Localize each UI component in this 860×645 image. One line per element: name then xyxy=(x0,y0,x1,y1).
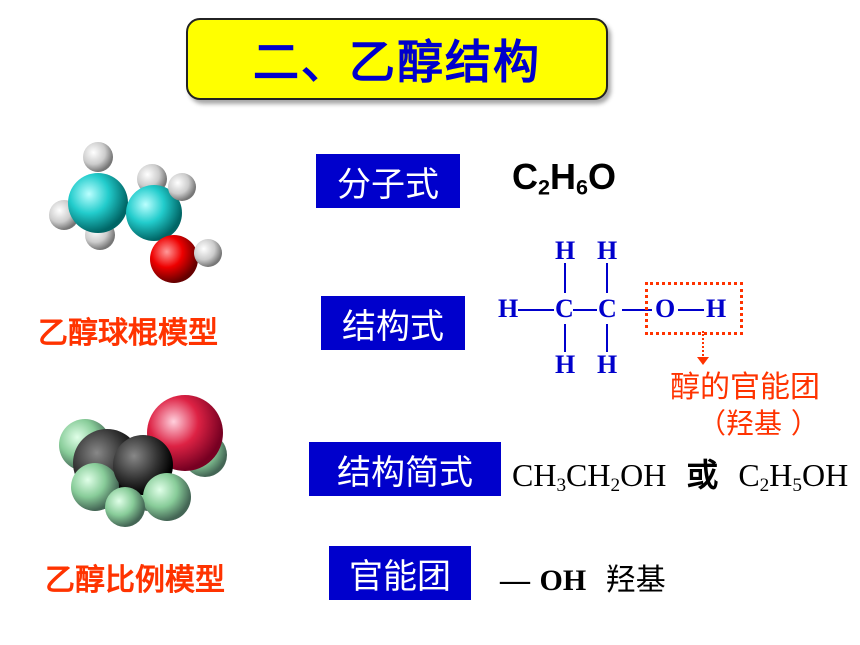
atom-h-top-1: H xyxy=(555,236,576,265)
atom-h-bottom-1: H xyxy=(555,350,576,379)
bond-c2-o xyxy=(622,309,652,311)
bond-c2-h-top xyxy=(606,263,608,293)
bond-c1-h-top xyxy=(564,263,566,293)
condensed-formula-label: 结构简式 xyxy=(309,442,501,496)
ball-stick-model-label: 乙醇球棍模型 xyxy=(38,316,218,351)
molecular-formula-label: 分子式 xyxy=(316,154,460,208)
functional-group-value: — OH 羟基 xyxy=(500,563,666,598)
ball-stick-model-image xyxy=(49,142,222,283)
annotation-arrow xyxy=(702,331,704,359)
atom-h-right: H xyxy=(706,294,727,323)
functional-group-label: 官能团 xyxy=(329,546,471,600)
structural-formula-label: 结构式 xyxy=(321,296,465,350)
molecular-formula-value: C2H6O xyxy=(512,156,617,200)
or-word: 或 xyxy=(686,456,719,494)
atom-c2: C xyxy=(598,294,617,323)
page-title: 二、乙醇结构 xyxy=(253,35,541,89)
bond-c1-h-bottom xyxy=(564,324,566,352)
atom-h-left: H xyxy=(498,294,519,323)
atom-o: O xyxy=(655,294,676,323)
bond-c2-h-bottom xyxy=(606,324,608,352)
title-banner: 二、乙醇结构 xyxy=(186,18,608,100)
space-filling-model-label: 乙醇比例模型 xyxy=(45,563,225,598)
annotation-functional-group: 醇的官能团 xyxy=(670,370,820,405)
atom-c1: C xyxy=(555,294,574,323)
annotation-arrow-head xyxy=(697,357,709,365)
annotation-hydroxyl: （羟基 ） xyxy=(698,407,819,440)
space-filling-model-image xyxy=(59,395,227,527)
condensed-formula-value: CH3CH2OH 或 C2H5OH xyxy=(512,456,849,496)
atom-h-top-2: H xyxy=(597,236,618,265)
bond-o-h xyxy=(678,309,704,311)
bond-h-c1 xyxy=(518,309,554,311)
hydroxyl-highlight-box xyxy=(645,282,743,335)
bond-c1-c2 xyxy=(573,309,597,311)
atom-h-bottom-2: H xyxy=(597,350,618,379)
